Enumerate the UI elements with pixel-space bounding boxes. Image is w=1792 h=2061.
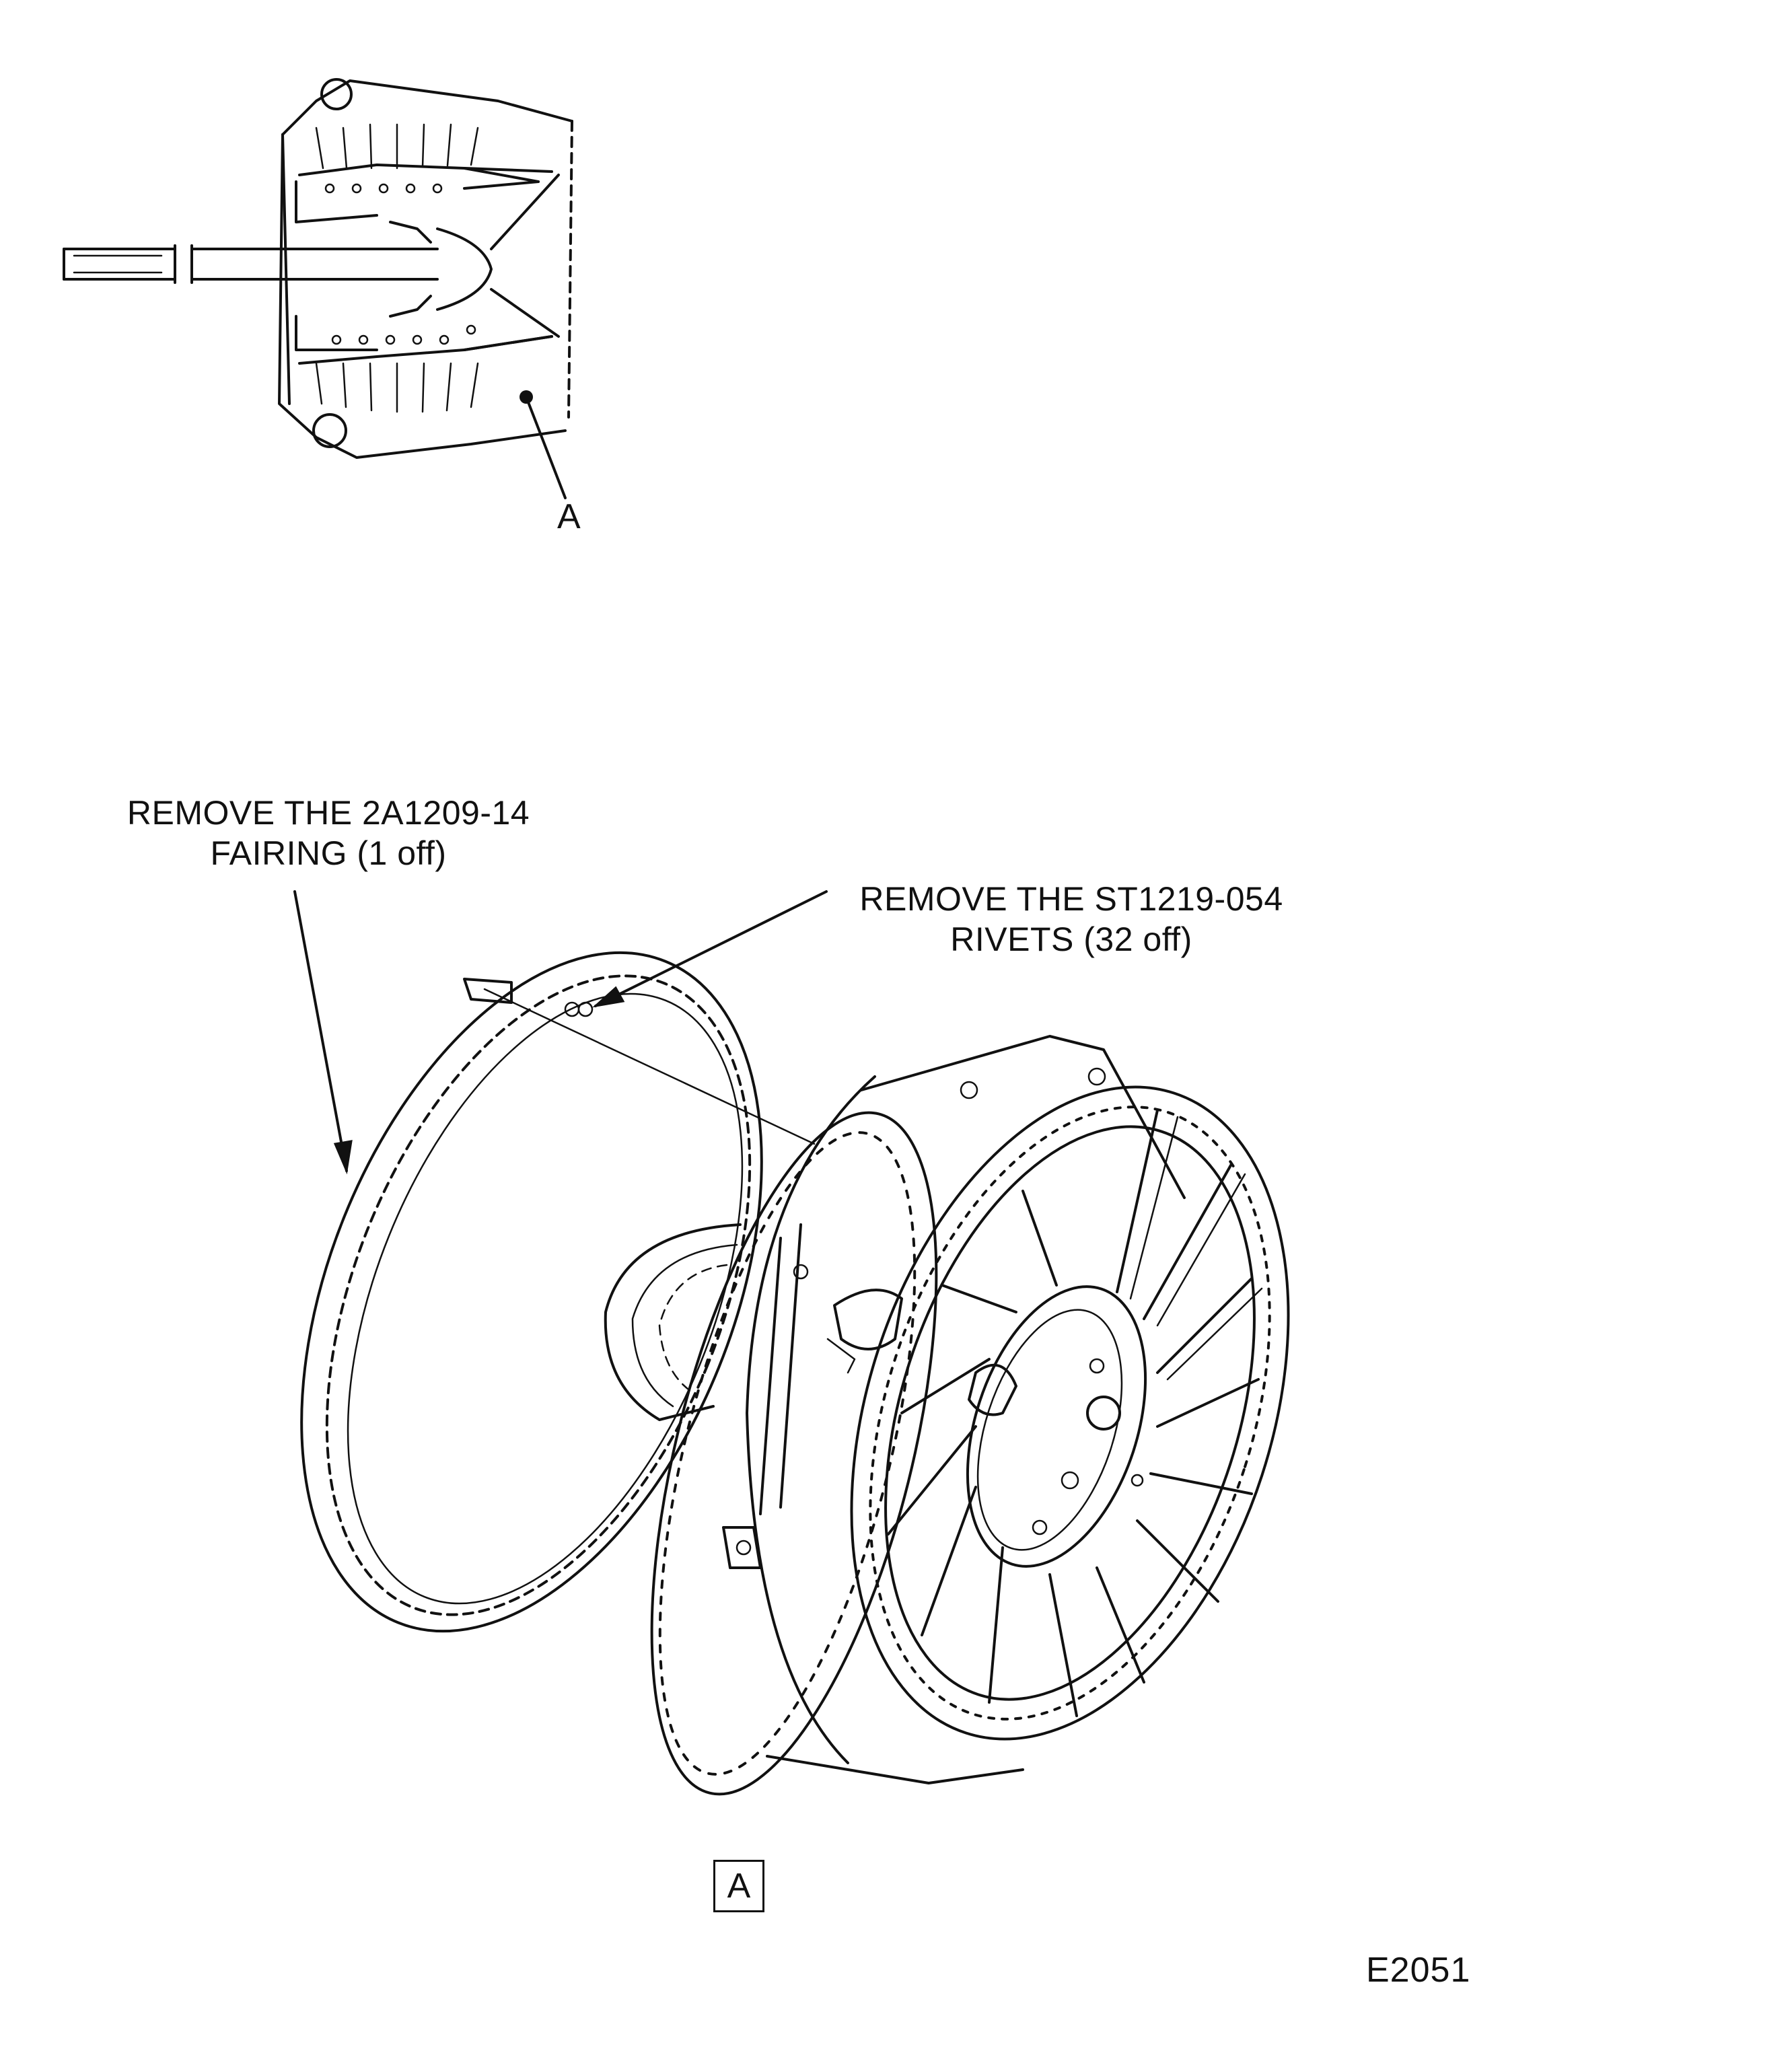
- rivets-callout-line1: REMOVE THE ST1219-054: [859, 880, 1283, 918]
- figure-code: E2051: [1366, 1951, 1471, 1990]
- fairing-ring: [300, 951, 816, 1633]
- fairing-callout-line2: FAIRING (1 off): [210, 834, 447, 872]
- rivets-callout: REMOVE THE ST1219-054 RIVETS (32 off): [822, 879, 1320, 960]
- front-frame-wheel: [850, 1085, 1290, 1741]
- fairing-callout-line1: REMOVE THE 2A1209-14: [127, 794, 530, 832]
- view-a-pointer-label: A: [557, 497, 581, 536]
- engine-casing: [604, 1035, 1186, 1796]
- engine-locator-view: [63, 78, 573, 499]
- detail-view-label: A: [713, 1860, 764, 1912]
- fairing-callout: REMOVE THE 2A1209-14 FAIRING (1 off): [93, 793, 564, 873]
- leader-arrows: [293, 890, 828, 1175]
- rivets-callout-line2: RIVETS (32 off): [950, 920, 1192, 958]
